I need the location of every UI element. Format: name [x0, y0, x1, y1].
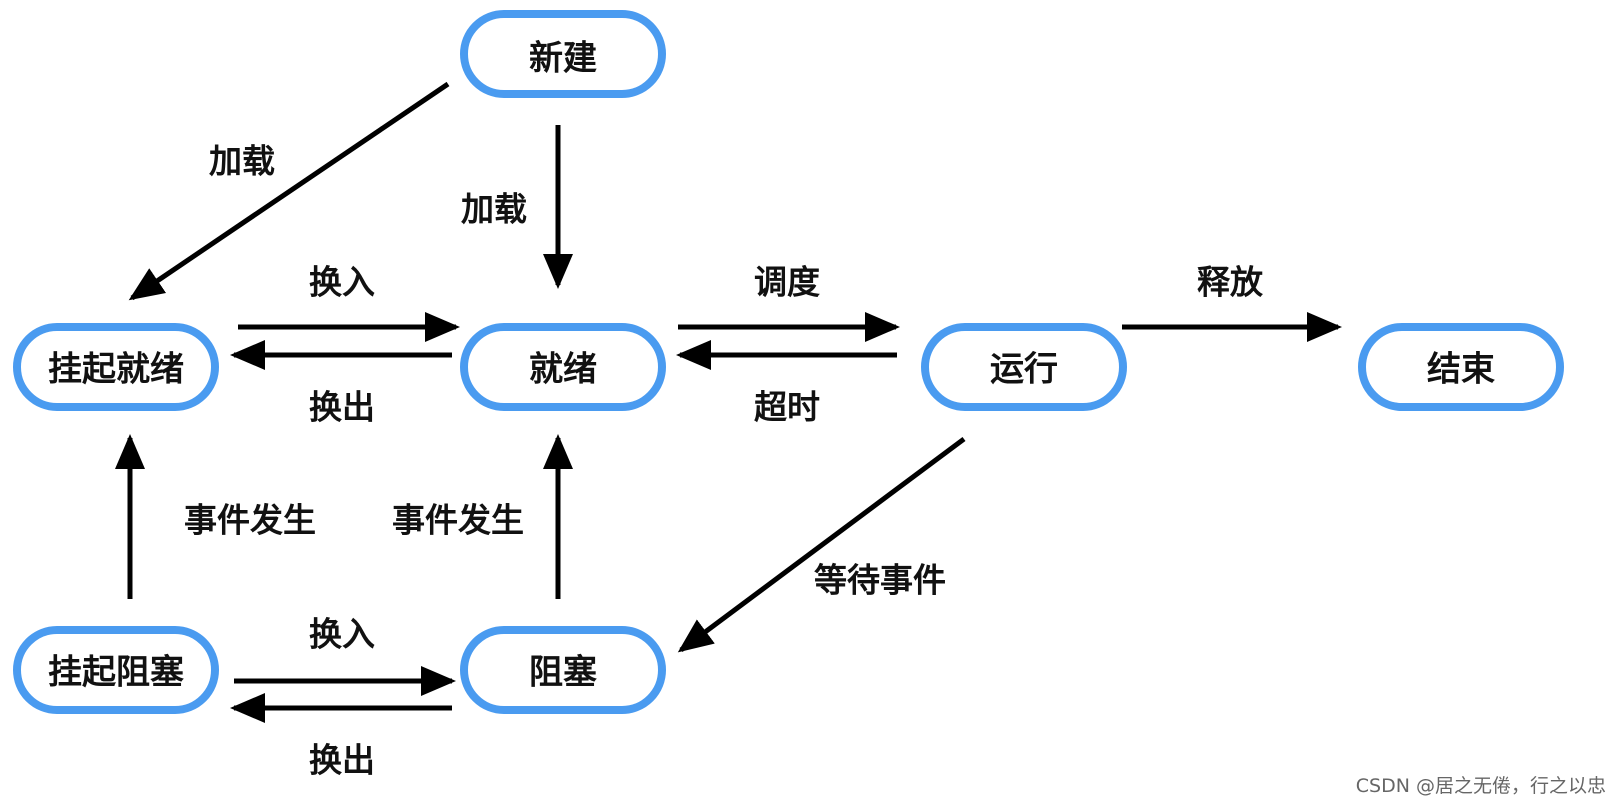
node-running: 运行 — [921, 323, 1127, 411]
arrow-wait-event-to-blocked — [677, 436, 966, 653]
edge-label-release: 释放 — [1197, 263, 1264, 302]
node-new-label: 新建 — [529, 39, 597, 79]
node-suspended-blocked: 挂起阻塞 — [13, 626, 219, 714]
watermark: CSDN @居之无倦，行之以忠 — [1355, 775, 1606, 797]
edge-label-event-left: 事件发生 — [184, 501, 316, 540]
node-terminated: 结束 — [1358, 323, 1564, 411]
edge-label-schedule: 调度 — [754, 263, 820, 302]
node-suspended-ready: 挂起就绪 — [13, 323, 219, 411]
node-ready: 就绪 — [460, 323, 666, 411]
edge-label-swap-in-top: 换入 — [309, 263, 375, 302]
edge-label-event-center: 事件发生 — [392, 501, 524, 540]
edge-label-swap-out-bottom: 换出 — [309, 741, 375, 780]
arrow-load-to-suspended-ready — [128, 81, 450, 301]
node-suspended-blocked-label: 挂起阻塞 — [48, 653, 184, 693]
node-running-label: 运行 — [990, 350, 1058, 390]
edge-label-load-center: 加载 — [461, 190, 527, 229]
node-terminated-label: 结束 — [1427, 350, 1495, 390]
edge-label-timeout: 超时 — [754, 388, 820, 427]
edge-label-swap-in-bottom: 换入 — [309, 615, 375, 654]
node-suspended-ready-label: 挂起就绪 — [48, 350, 184, 390]
node-ready-label: 就绪 — [529, 350, 597, 390]
node-blocked: 阻塞 — [460, 626, 666, 714]
edge-label-swap-out-top: 换出 — [309, 388, 375, 427]
edge-label-wait-event: 等待事件 — [814, 561, 946, 600]
node-blocked-label: 阻塞 — [529, 653, 597, 693]
node-new: 新建 — [460, 10, 666, 98]
edge-label-load-left: 加载 — [209, 142, 275, 181]
